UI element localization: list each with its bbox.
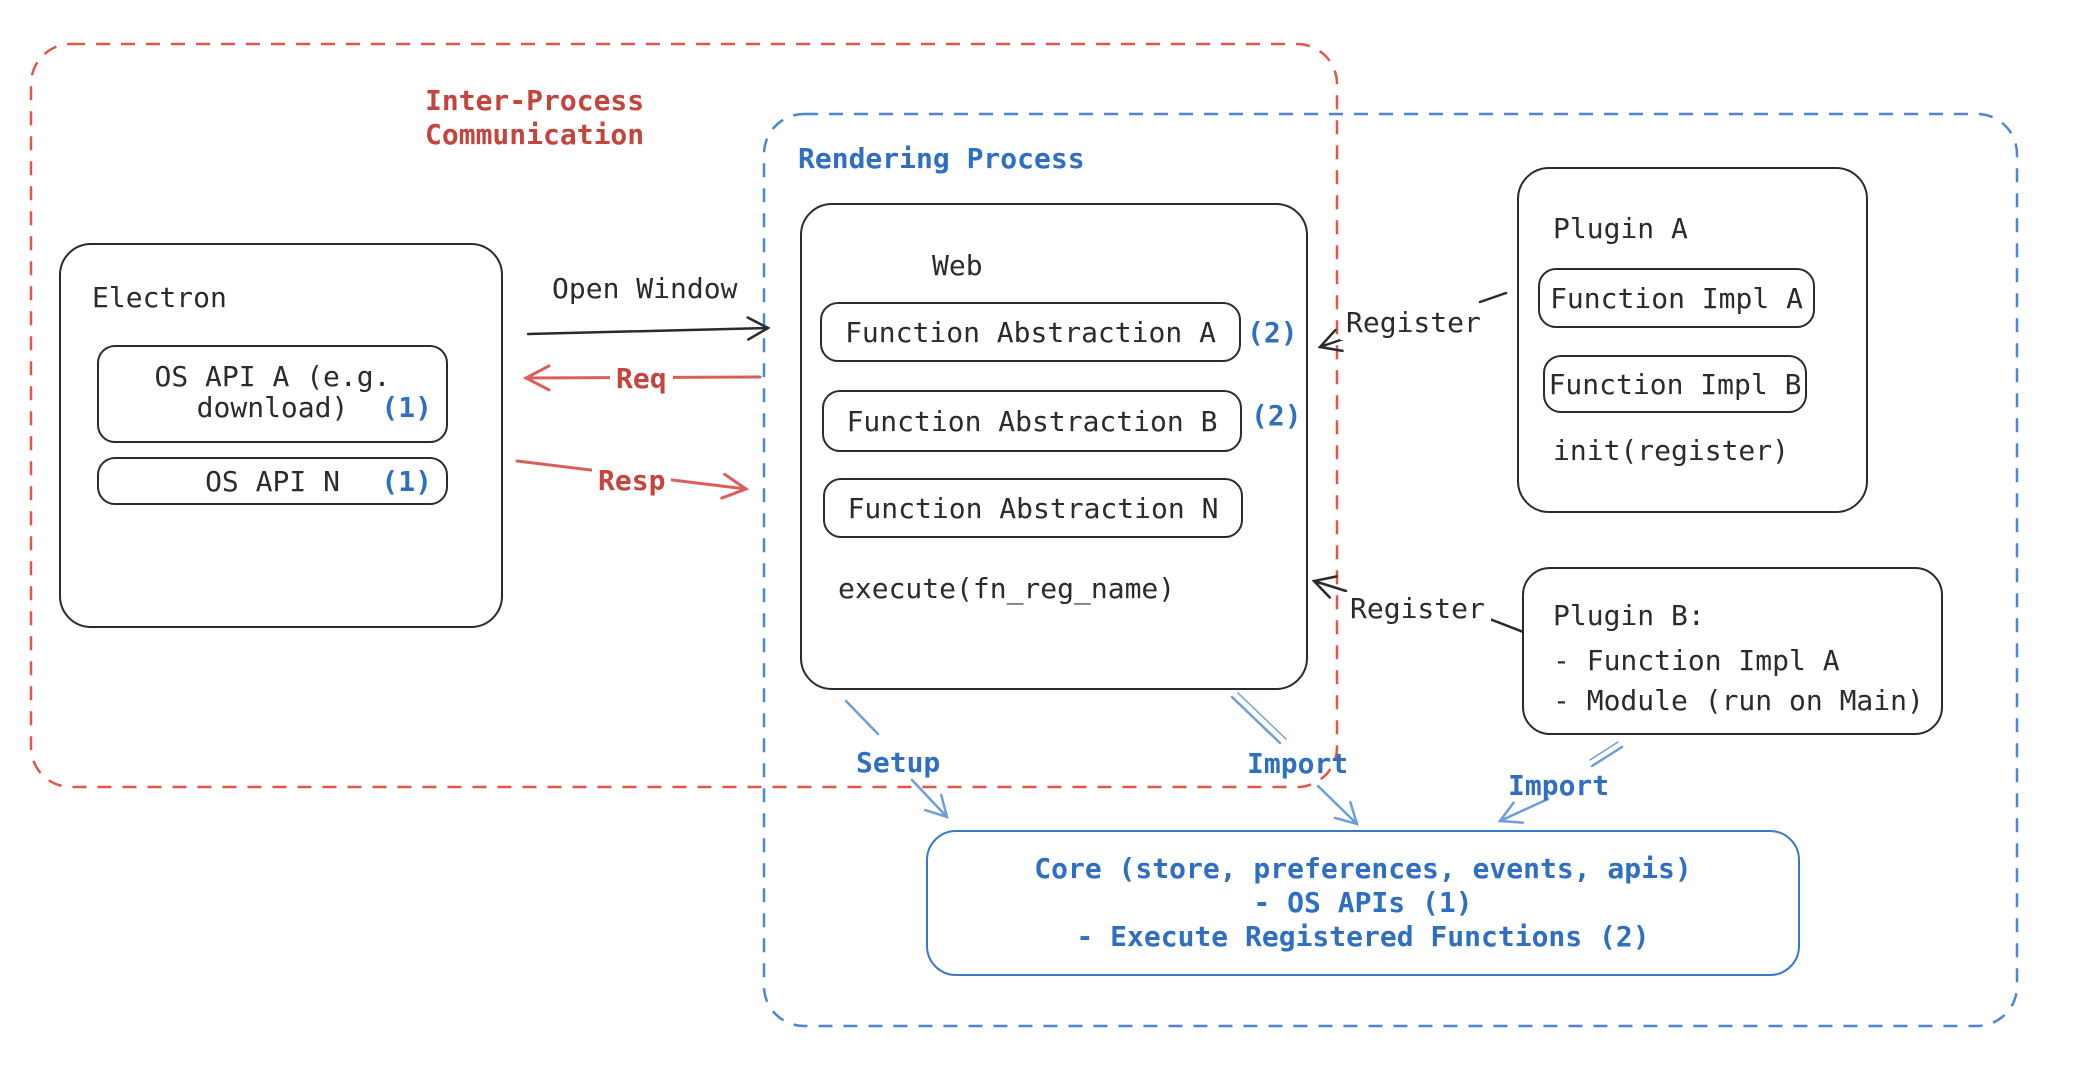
function-abstraction-n-label: Function Abstraction N [847,491,1219,525]
core-line3: - Execute Registered Functions (2) [1076,920,1650,953]
open-window-label: Open Window [552,272,738,305]
os-api-a-label-line2: download) [196,391,349,424]
function-abstraction-b-box: Function Abstraction B [822,390,1242,452]
import-mid-label: Import [1247,747,1349,780]
plugin-b-box [1522,567,1943,735]
os-api-n-box: OS API N (1) [97,457,448,505]
web-title: Web [932,249,983,282]
function-impl-a-box: Function Impl A [1538,268,1815,328]
setup-arrow [910,778,949,819]
req-label: Req [610,362,673,396]
register-top-label: Register [1340,306,1487,340]
os-api-n-label: OS API N [205,464,340,498]
register-bottom-arrow [1311,575,1348,599]
resp-label: Resp [592,464,672,498]
setup-label: Setup [856,746,941,779]
function-abstraction-b-label: Function Abstraction B [846,404,1218,438]
os-api-a-badge: (1) [381,391,432,424]
os-api-a-label-line1: OS API A (e.g. [154,360,391,393]
register-bottom-tail [1485,616,1528,635]
function-impl-b-label: Function Impl B [1548,367,1802,401]
function-abstraction-a-label: Function Abstraction A [845,315,1216,349]
core-box: Core (store, preferences, events, apis) … [926,830,1800,976]
import-mid-arrow [1316,784,1359,826]
init-register-label: init(register) [1553,434,1790,467]
ipc-region-border [29,42,1339,789]
function-abstraction-b-badge: (2) [1251,399,1302,432]
function-abstraction-a-badge: (2) [1247,316,1298,349]
ipc-region-title: Inter-Process Communication [425,84,645,151]
import-mid-tail2 [1237,692,1287,740]
plugin-a-box [1517,167,1868,513]
core-line2: - OS APIs (1) [1253,886,1473,919]
core-line1: Core (store, preferences, events, apis) [1034,852,1692,885]
rendering-region-title: Rendering Process [798,142,1085,175]
plugin-b-title: Plugin B: [1553,599,1705,632]
electron-title: Electron [92,281,227,314]
function-abstraction-n-box: Function Abstraction N [823,478,1243,538]
setup-arrow-tail [844,699,880,736]
import-right-tail [1590,745,1624,768]
plugin-b-line1: - Function Impl A [1553,644,1840,677]
import-right-label: Import [1508,769,1610,802]
open-window-arrow [526,316,771,341]
import-right-arrow [1497,797,1550,824]
register-bottom-label: Register [1344,592,1491,626]
os-api-a-box: OS API A (e.g. download) (1) [97,345,448,443]
plugin-b-line2: - Module (run on Main) [1553,684,1924,717]
os-api-n-badge: (1) [381,464,432,498]
execute-label: execute(fn_reg_name) [838,572,1176,605]
function-impl-a-label: Function Impl A [1550,281,1803,315]
import-right-tail2 [1589,741,1619,761]
function-impl-b-box: Function Impl B [1543,355,1807,413]
import-mid-tail [1230,695,1282,745]
plugin-a-title: Plugin A [1553,212,1688,245]
register-top-tail [1478,291,1508,304]
function-abstraction-a-box: Function Abstraction A [820,302,1241,362]
rendering-region-border [762,112,2019,1028]
